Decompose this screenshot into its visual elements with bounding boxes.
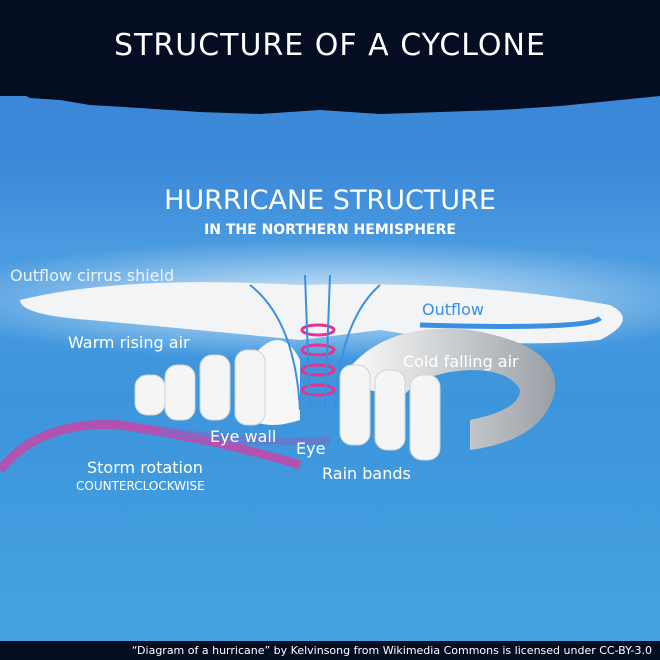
- label-rain-bands: Rain bands: [322, 464, 411, 483]
- rain-band-right: [340, 328, 556, 450]
- rain-band-right-walls: [339, 364, 441, 461]
- label-eye-wall: Eye wall: [210, 427, 277, 446]
- label-counterclockwise: COUNTERCLOCKWISE: [76, 479, 205, 493]
- label-outflow-cirrus: Outflow cirrus shield: [10, 266, 175, 285]
- page-title: STRUCTURE OF A CYCLONE: [114, 28, 546, 63]
- label-warm-rising-air: Warm rising air: [68, 333, 190, 352]
- credit-text: “Diagram of a hurricane” by Kelvinsong f…: [131, 644, 652, 657]
- label-outflow: Outflow: [422, 300, 484, 319]
- label-eye: Eye: [296, 439, 326, 458]
- label-storm-rotation: Storm rotation: [87, 458, 203, 477]
- updraft-arrows: [249, 274, 381, 411]
- diagram-title: HURRICANE STRUCTURE: [164, 185, 496, 216]
- torn-edge: [0, 70, 660, 114]
- label-cold-falling-air: Cold falling air: [403, 352, 519, 371]
- credit-footer: “Diagram of a hurricane” by Kelvinsong f…: [0, 641, 660, 660]
- diagram-subtitle: IN THE NORTHERN HEMISPHERE: [204, 222, 456, 238]
- eye-wall-spiral: [300, 323, 336, 397]
- hurricane-diagram: [0, 240, 660, 473]
- storm-rotation-arrow: [0, 420, 302, 473]
- outflow-arrow: [419, 315, 602, 329]
- rain-band-left: [134, 349, 266, 426]
